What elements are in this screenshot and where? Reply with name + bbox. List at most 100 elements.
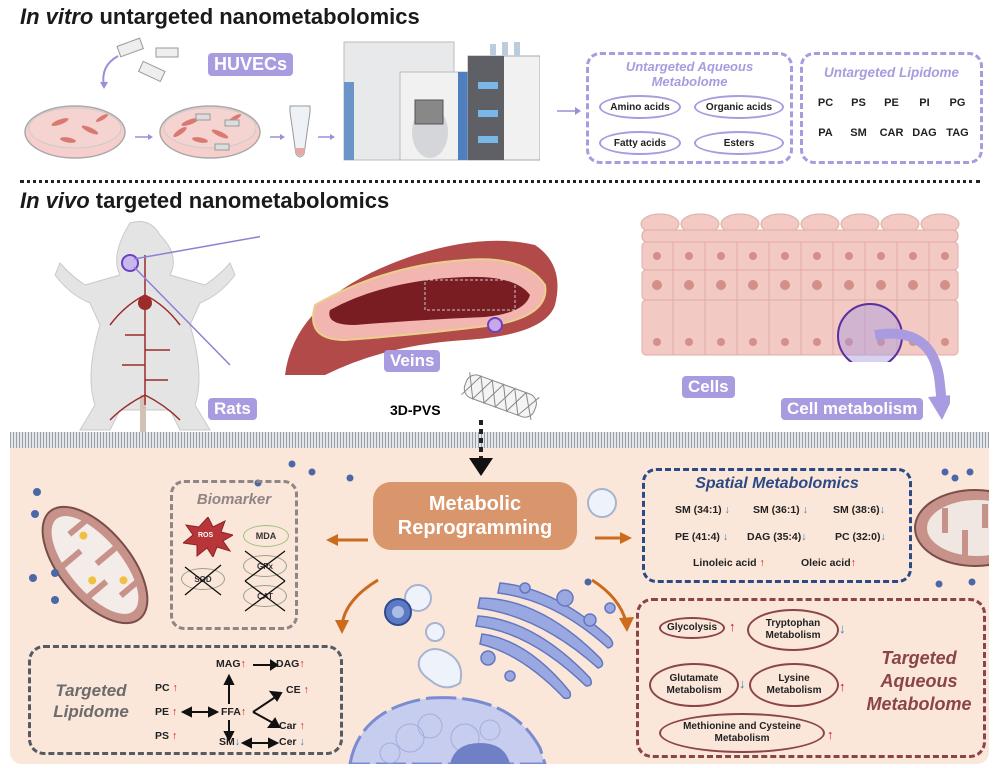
in-vitro-title: In vitro untargeted nanometabolomics xyxy=(20,4,420,30)
vein-icon xyxy=(285,240,558,375)
sod-label: SOD xyxy=(194,574,212,584)
spatial-item: SM (34:1) ↓ xyxy=(675,504,730,516)
lipid-node-cer: Cer ↓ xyxy=(279,736,305,748)
up-arrow-icon: ↑ xyxy=(759,557,765,569)
node-label: MAG xyxy=(216,658,241,670)
lipid-node-ce: CE ↑ xyxy=(286,684,309,696)
targeted-lipidome-box: Targeted Lipidome PC ↑ PE ↑ PS ↑ FFA↑ MA… xyxy=(28,645,343,755)
huvecs-label: HUVECs xyxy=(208,53,294,76)
spatial-item-label: Linoleic acid xyxy=(693,557,757,569)
untargeted-lipidome-box: Untargeted Lipidome PC PS PE PI PG PA SM… xyxy=(800,52,983,164)
esters-pill: Esters xyxy=(694,131,784,155)
cell-metabolism-label: Cell metabolism xyxy=(781,398,924,420)
spatial-item: Linoleic acid ↑ xyxy=(693,557,765,569)
3d-pvs-label: 3D-PVS xyxy=(390,402,441,418)
arrow-icon xyxy=(557,107,581,115)
lipid-class: PA xyxy=(818,127,833,139)
pill-label: Metabolism xyxy=(714,733,770,744)
3d-pvs-stent-icon xyxy=(461,372,540,421)
spatial-item-label: SM (38:6) xyxy=(833,504,880,516)
stent-icon xyxy=(100,37,179,89)
spatial-metabolomics-box: Spatial Metabolomics SM (34:1) ↓ SM (36:… xyxy=(642,468,912,583)
curved-arrow-icon xyxy=(874,328,950,420)
spatial-item: Oleic acid↑ xyxy=(801,557,856,569)
pill-label: Glycolysis xyxy=(666,622,718,633)
lipidome-title: Untargeted Lipidome xyxy=(823,65,959,80)
down-arrow-icon: ↓ xyxy=(801,531,807,543)
petri-dish-icon xyxy=(24,105,335,159)
spatial-item-label: PC (32:0) xyxy=(835,531,881,543)
mda-oval: MDA xyxy=(243,525,289,547)
mass-spectrometer-icon xyxy=(343,41,540,161)
sod-oval: SOD xyxy=(181,568,225,590)
node-label: FFA xyxy=(221,706,241,718)
lipid-node-dag: DAG↑ xyxy=(276,658,305,670)
microtube-icon xyxy=(289,105,311,158)
up-arrow-icon: ↑ xyxy=(827,727,834,742)
glycolysis-pill: Glycolysis xyxy=(659,617,725,639)
title-line2: Aqueous xyxy=(880,671,958,691)
amino-acids-pill: Amino acids xyxy=(599,95,681,119)
spatial-item-label: SM (36:1) xyxy=(753,504,800,516)
down-arrow-icon: ↓ xyxy=(839,621,846,636)
veins-label: Veins xyxy=(384,350,441,372)
spatial-item-label: DAG (35:4) xyxy=(747,531,802,543)
spatial-title: Spatial Metabolomics xyxy=(695,475,859,492)
untargeted-aqueous-box: Untargeted Aqueous Metabolome Amino acid… xyxy=(586,52,793,164)
down-arrow-icon: ↓ xyxy=(879,504,885,516)
cells-label: Cells xyxy=(682,376,735,398)
down-arrow-icon: ↓ xyxy=(722,531,729,543)
spatial-item: PE (41:4) ↓ xyxy=(675,531,728,543)
pill-label: Metabolism xyxy=(766,685,822,696)
up-arrow-icon: ↑ xyxy=(729,619,736,634)
lipid-node-ps: PS ↑ xyxy=(155,730,177,742)
rats-label: Rats xyxy=(208,398,257,420)
title-line2: Lipidome xyxy=(53,702,129,721)
up-arrow-icon: ↑ xyxy=(240,706,247,718)
down-arrow-icon xyxy=(469,420,493,476)
spatial-item: SM (36:1) ↓ xyxy=(753,504,808,516)
metabolic-reprogramming-box: Metabolic Reprogramming xyxy=(373,482,577,550)
up-arrow-icon: ↑ xyxy=(240,658,246,670)
lipid-class-grid: PC PS PE PI PG PA SM CAR DAG TAG xyxy=(809,97,974,139)
lipid-class: PG xyxy=(949,97,966,109)
up-arrow-icon: ↑ xyxy=(171,730,178,742)
lipid-node-sm: SM↓ xyxy=(219,736,240,748)
up-arrow-icon: ↑ xyxy=(171,706,178,718)
node-label: Cer xyxy=(279,736,297,748)
lipid-class: TAG xyxy=(946,127,969,139)
cells-tissue-icon xyxy=(640,213,960,362)
organic-acids-pill: Organic acids xyxy=(694,95,784,119)
node-label: Car xyxy=(279,720,297,732)
lipid-class: PE xyxy=(884,97,899,109)
title-italic: In vivo xyxy=(20,188,90,213)
down-arrow-icon: ↓ xyxy=(724,504,730,516)
mitochondrion-icon xyxy=(41,505,149,625)
lipid-class: PS xyxy=(851,97,866,109)
center-line2: Reprogramming xyxy=(397,517,553,539)
down-arrow-icon: ↓ xyxy=(880,531,886,543)
up-arrow-icon: ↑ xyxy=(839,679,846,694)
lipid-node-pc: PC ↑ xyxy=(155,682,178,694)
node-label: PC xyxy=(155,682,170,694)
pill-label: Glutamate xyxy=(669,673,719,684)
down-arrow-icon: ↓ xyxy=(234,736,240,748)
title-rest: untargeted nanometabolomics xyxy=(93,4,420,29)
lipid-class: PI xyxy=(919,97,930,109)
pill-label: Lysine xyxy=(778,673,810,684)
spatial-item: SM (38:6)↓ xyxy=(833,504,885,516)
cell-membrane xyxy=(10,432,989,448)
lipid-class: DAG xyxy=(912,127,937,139)
spatial-item: PC (32:0)↓ xyxy=(835,531,886,543)
spatial-item-label: Oleic acid xyxy=(801,557,851,569)
node-label: DAG xyxy=(276,658,300,670)
biomarker-box: Biomarker ROS MDA SOD GPx CAT xyxy=(170,480,298,630)
down-arrow-icon: ↓ xyxy=(299,736,305,748)
mitochondrion-icon xyxy=(914,489,989,567)
lipid-pathway-arrows xyxy=(180,659,283,749)
lipid-node-pe: PE ↑ xyxy=(155,706,177,718)
up-arrow-icon: ↑ xyxy=(850,557,856,569)
